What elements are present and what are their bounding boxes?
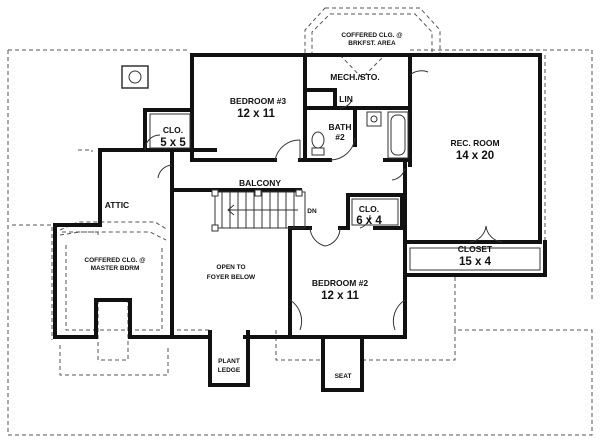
rec-room-label: REC. ROOM [450,138,499,148]
open-foyer-line1: OPEN TO [216,264,245,271]
master-ceiling-line2: MASTER BDRM [91,265,140,272]
bedroom2-label: BEDROOM #2 [312,278,368,288]
breakfast-ceiling-line1: COFFERED CLG. @ [341,32,402,39]
closet-6x4-size: 6 x 4 [356,215,382,227]
open-foyer-line2: FOYER BELOW [207,274,256,281]
plant-ledge-line2: LEDGE [218,367,241,374]
mech-label: MECH./STO. [330,72,379,82]
bedroom2-size: 12 x 11 [321,290,359,302]
seat-label: SEAT [335,373,352,380]
doors [144,70,503,331]
closet-label: CLOSET [458,244,493,254]
roof-outline [7,49,593,436]
closet-5x5-size: 5 x 5 [160,137,186,149]
plant-ledge-line1: PLANT [218,358,240,365]
master-ceiling-outline [59,231,167,331]
walls [53,53,547,392]
bath-label: BATH [329,122,352,132]
toilet [311,131,325,149]
attic-label: ATTIC [105,200,129,210]
closet-5x5-label: CLO. [163,125,183,135]
stair [211,189,306,232]
master-ceiling-line1: COFFERED CLG. @ [84,257,145,264]
linen-label: LIN [339,94,353,104]
bedroom3-size: 12 x 11 [237,108,275,120]
bath-number: #2 [335,132,345,142]
chimney [121,65,149,89]
breakfast-ceiling-line2: BRKFST. AREA [348,40,396,47]
bath-fixtures [311,111,409,159]
bedroom3-label: BEDROOM #3 [230,96,286,106]
rec-room-size: 14 x 20 [456,150,494,162]
balcony-label: BALCONY [239,178,281,188]
closet-6x4-shelf [351,198,399,226]
room-labels: COFFERED CLG. @ BRKFST. AREA MECH./STO. … [84,32,499,380]
closet-size: 15 x 4 [459,256,492,268]
closet-6x4-label: CLO. [359,204,379,214]
closet-shelf [409,247,541,271]
closet-5x5-shelf [149,113,191,149]
stair-dn-label: DN [307,208,317,215]
